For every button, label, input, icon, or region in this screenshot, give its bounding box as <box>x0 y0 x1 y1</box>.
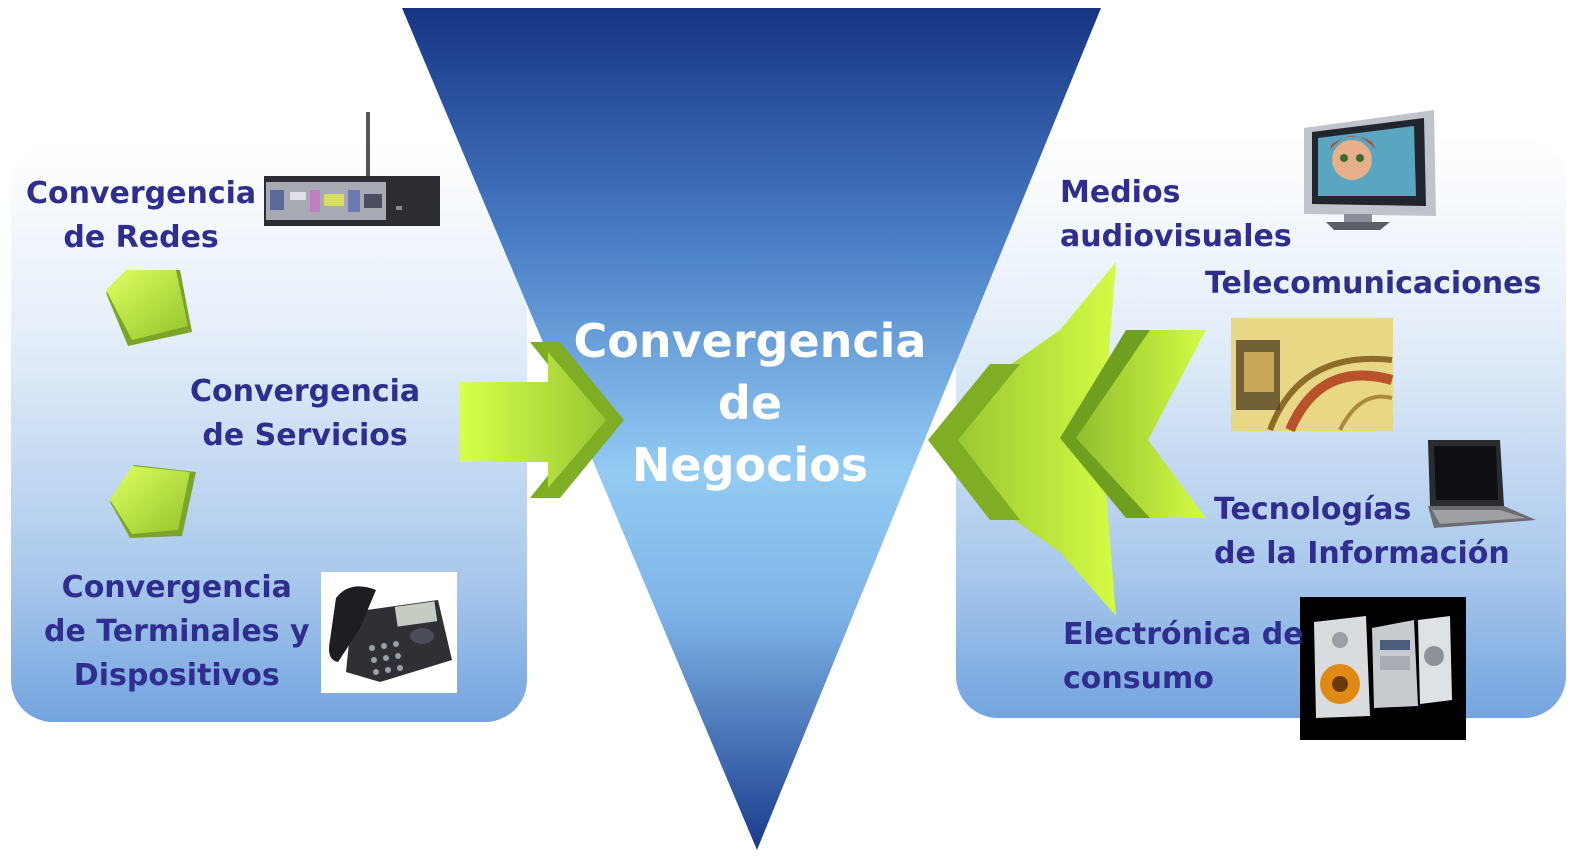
label-line: Electrónica de <box>1063 617 1304 652</box>
label-electronica-consumo: Electrónica de consumo <box>1063 613 1304 701</box>
label-medios-audiovisuales: Medios audiovisuales <box>1060 171 1292 259</box>
label-line: Telecomunicaciones <box>1205 266 1542 301</box>
label-convergencia-redes: Convergencia de Redes <box>26 172 256 260</box>
label-line: de Servicios <box>202 418 408 453</box>
stereo-icon <box>1300 597 1466 740</box>
arrow-right-into-center <box>928 262 1206 616</box>
label-line: Convergencia <box>190 374 421 409</box>
cable-icon <box>1231 318 1394 433</box>
label-line: Convergencia <box>61 570 292 605</box>
label-line: Convergencia <box>26 176 257 211</box>
router-icon <box>264 112 440 226</box>
laptop-icon <box>1428 440 1536 528</box>
label-convergencia-servicios: Convergencia de Servicios <box>190 370 420 458</box>
center-label-line1: Convergencia <box>573 314 927 368</box>
label-convergencia-terminales: Convergencia de Terminales y Dispositivo… <box>44 566 310 698</box>
label-line: de Terminales y <box>44 614 310 649</box>
phone-icon <box>321 572 457 693</box>
center-label-line3: Negocios <box>631 438 869 492</box>
label-line: consumo <box>1063 661 1214 696</box>
arrow-left-into-center <box>460 342 624 498</box>
arrow-terminales-to-servicios <box>110 465 196 538</box>
television-icon <box>1304 110 1436 230</box>
label-line: de la Información <box>1214 536 1510 571</box>
label-telecomunicaciones: Telecomunicaciones <box>1205 262 1541 306</box>
label-line: Tecnologías <box>1214 492 1412 527</box>
arrow-redes-to-servicios <box>106 270 192 346</box>
label-line: Medios <box>1060 175 1181 210</box>
central-triangle <box>402 8 1101 850</box>
label-line: Dispositivos <box>73 658 280 693</box>
label-line: de Redes <box>63 220 219 255</box>
label-line: audiovisuales <box>1060 219 1292 254</box>
center-label: Convergencia de Negocios <box>560 310 940 496</box>
center-label-line2: de <box>717 376 783 430</box>
label-tecnologias-informacion: Tecnologías de la Información <box>1214 488 1510 576</box>
